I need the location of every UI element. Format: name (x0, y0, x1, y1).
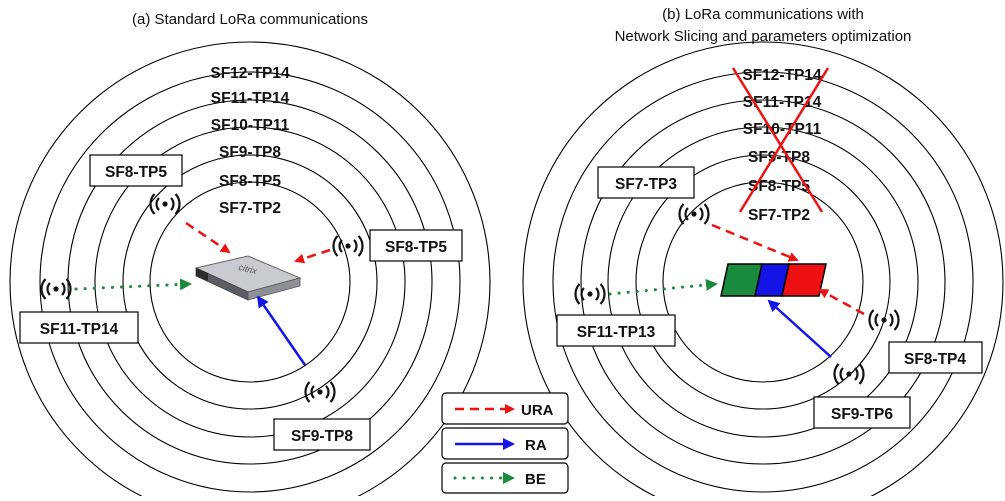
device-label: SF9-TP8 (291, 428, 353, 445)
ring-label: SF12-TP14 (210, 65, 290, 82)
wireless-signal-icon (304, 380, 336, 404)
ring-sf8 (635, 154, 891, 410)
panel-b-title-line1: (b) LoRa communications with (662, 6, 864, 23)
device-box-upper-left: SF7-TP3 (597, 166, 695, 199)
legend-item-be: BE (441, 462, 569, 494)
ring-sf12 (9, 41, 491, 501)
legend-item-ra: RA (441, 427, 569, 460)
ring-sf12 (522, 41, 1004, 501)
device-label: SF11-TP13 (577, 324, 656, 341)
ring-sf10 (580, 99, 946, 465)
ring-sf9 (607, 126, 919, 438)
ring-label: SF12-TP14 (742, 67, 822, 84)
be-link (74, 278, 192, 291)
ura-link (294, 248, 331, 264)
ura-link (185, 221, 231, 254)
legend-label: RA (525, 437, 547, 454)
be-link (608, 278, 718, 296)
device-box-left: SF11-TP13 (556, 314, 676, 347)
device-label: SF9-TP6 (831, 406, 893, 423)
ring-label: SF10-TP11 (211, 117, 290, 134)
ring-label: SF7-TP2 (219, 200, 281, 217)
network-slices (720, 263, 827, 297)
legend-label: URA (521, 402, 554, 419)
ring-sf11 (39, 71, 461, 493)
device-label: SF11-TP14 (40, 321, 119, 338)
ring-label: SF8-TP5 (219, 173, 281, 190)
ura-link (711, 223, 799, 262)
device-box-left: SF11-TP14 (19, 311, 139, 344)
wireless-signal-icon (868, 308, 900, 332)
device-box-upper-left: SF8-TP5 (89, 154, 183, 187)
ring-sf9 (94, 126, 406, 438)
ring-label: SF9-TP8 (748, 149, 810, 166)
ring-label: SF9-TP8 (219, 144, 281, 161)
panel-b-ring-labels: SF12-TP14 SF11-TP14 SF10-TP11 SF9-TP8 SF… (742, 67, 822, 224)
ring-sf7 (149, 181, 351, 383)
ra-link (767, 299, 832, 358)
ring-sf7 (662, 181, 864, 383)
crossed-out-x-icon (731, 67, 830, 213)
ring-label: SF10-TP11 (743, 121, 822, 138)
ura-link (818, 288, 865, 316)
panel-a: (a) Standard LoRa communications SF12-TP… (9, 11, 491, 501)
legend: URA RA BE (441, 392, 569, 494)
ra-link (256, 295, 307, 366)
panel-a-ring-labels: SF12-TP14 SF11-TP14 SF10-TP11 SF9-TP8 SF… (210, 65, 290, 217)
ring-label: SF7-TP2 (748, 207, 810, 224)
device-label: SF8-TP5 (105, 164, 167, 181)
panel-b-rings (522, 41, 1004, 501)
device-box-right: SF8-TP5 (369, 229, 463, 262)
ring-label: SF8-TP5 (748, 178, 810, 195)
ring-label: SF11-TP14 (211, 90, 290, 107)
panel-b-title-line2: Network Slicing and parameters optimizat… (615, 28, 912, 45)
legend-label: BE (525, 471, 546, 488)
gateway-brand-text: citrix (238, 262, 259, 276)
ring-sf8 (122, 154, 378, 410)
panel-a-title: (a) Standard LoRa communications (132, 11, 368, 28)
device-label: SF8-TP5 (385, 239, 447, 256)
panel-a-rings (9, 41, 491, 501)
slice-ura (781, 263, 827, 297)
legend-item-ura: URA (441, 392, 569, 425)
device-box-right: SF8-TP4 (888, 341, 983, 374)
server-gateway-icon: citrix (194, 255, 302, 301)
device-label: SF8-TP4 (904, 351, 966, 368)
ring-label: SF11-TP14 (743, 94, 822, 111)
device-label: SF7-TP3 (615, 176, 677, 193)
device-box-bottom: SF9-TP8 (273, 418, 371, 451)
wireless-signal-icon (40, 277, 72, 301)
ring-sf11 (552, 71, 974, 493)
wireless-signal-icon (149, 192, 181, 216)
wireless-signal-icon (332, 234, 364, 258)
panel-b: (b) LoRa communications with Network Sli… (522, 6, 1004, 501)
device-box-bottom: SF9-TP6 (813, 396, 911, 429)
wireless-signal-icon (833, 362, 865, 386)
wireless-signal-icon (574, 282, 606, 306)
